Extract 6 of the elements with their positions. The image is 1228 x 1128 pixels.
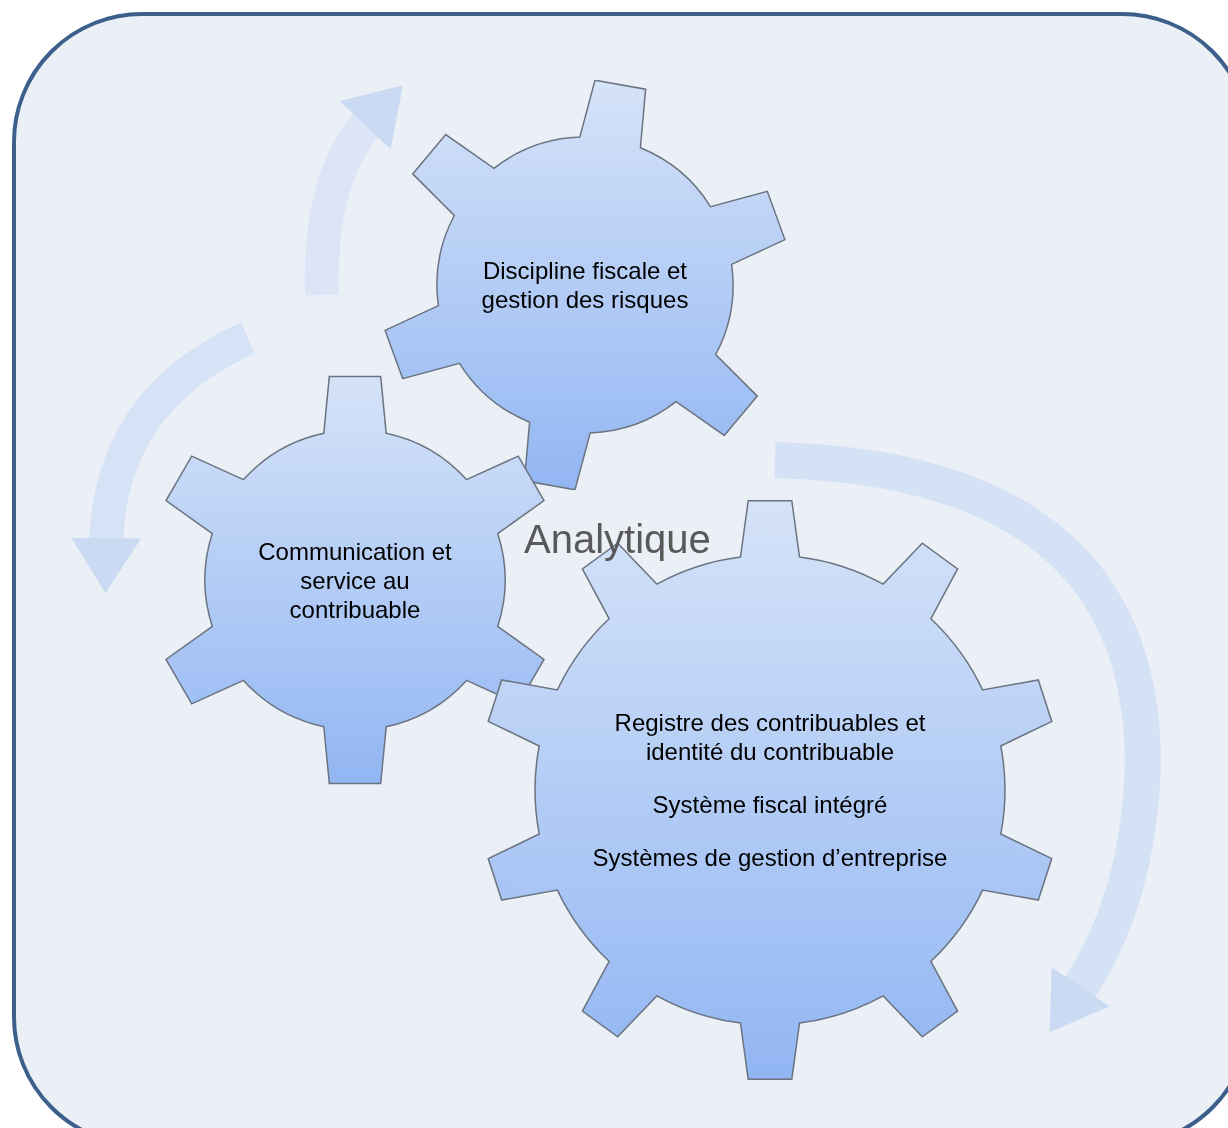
gear-label: Système fiscal intégré <box>652 790 888 819</box>
gear-label: Systèmes de gestion d’entreprise <box>592 843 948 872</box>
overlay-label: Analytique <box>524 516 711 563</box>
gear-label: Registre des contribuables et identité du contribuable <box>613 708 927 766</box>
gear-label: Discipline fiscale et gestion des risques <box>480 256 690 314</box>
gear-label: Communication et service au contribuable <box>257 536 453 624</box>
